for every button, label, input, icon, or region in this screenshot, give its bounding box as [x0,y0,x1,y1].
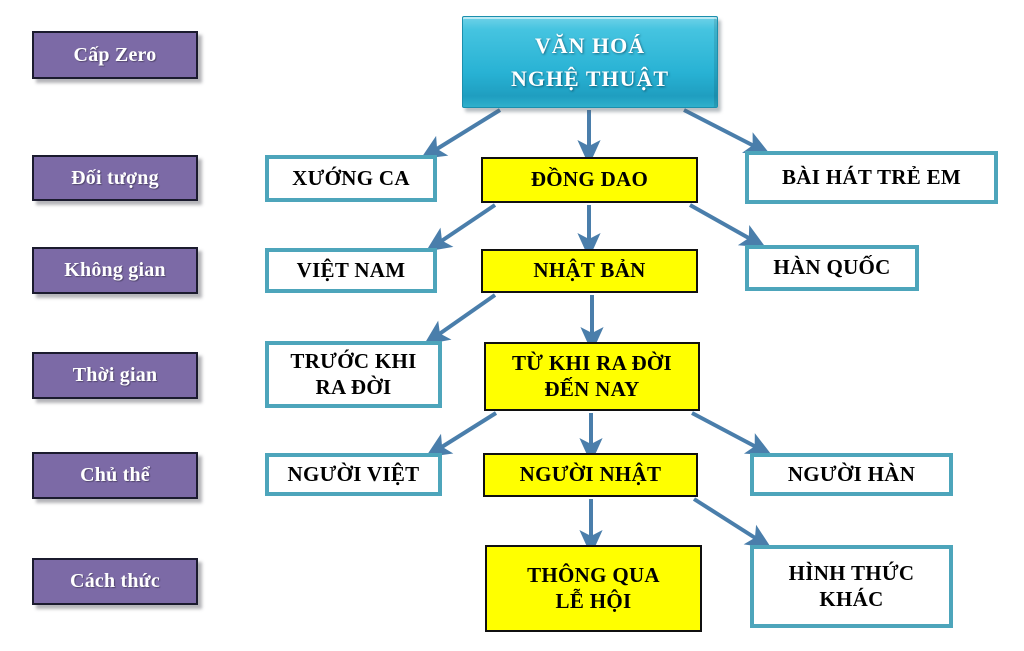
node-bai-hat-tre-em-line-0: BÀI HÁT TRẺ EM [781,164,962,189]
node-thong-qua-le-hoi-line-1: LỄ HỘI [555,588,632,613]
node-viet-nam[interactable]: VIỆT NAM [265,248,437,293]
node-thong-qua-le-hoi-line-0: THÔNG QUA [527,562,660,587]
root-node-line-0: VĂN HOÁ [534,33,646,58]
node-root-van-hoa-nghe-thuat[interactable]: VĂN HOÁ NGHỆ THUẬT [462,16,718,108]
category-label-3: Thời gian [32,352,198,399]
node-xuong-ca[interactable]: XƯỚNG CA [265,155,437,202]
arrow-tu-khi-ra-doi-to-nguoi-viet [425,411,498,458]
node-dong-dao[interactable]: ĐỒNG DAO [481,157,698,203]
node-nguoi-nhat-line-0: NGƯỜI NHẬT [519,462,662,487]
node-tu-khi-ra-doi-line-0: TỪ KHI RA ĐỜI [511,350,673,375]
node-truoc-khi-ra-doi-line-1: RA ĐỜI [315,374,392,399]
node-dong-dao-line-0: ĐỒNG DAO [530,167,649,192]
category-label-5: Cách thức [32,558,198,605]
node-nhat-ban-line-0: NHẬT BẢN [533,258,646,283]
category-label-text: Đối tượng [71,166,159,189]
node-nguoi-han-line-0: NGƯỜI HÀN [787,461,916,486]
category-label-1: Đối tượng [32,155,198,201]
arrow-dong-dao-to-han-quoc [689,203,766,248]
node-han-quoc-line-0: HÀN QUỐC [773,255,891,280]
node-bai-hat-tre-em[interactable]: BÀI HÁT TRẺ EM [745,151,998,204]
category-label-text: Cách thức [70,570,160,592]
node-nguoi-viet-line-0: NGƯỜI VIỆT [287,461,420,486]
arrow-nhat-ban-to-truoc-khi-ra-doi [423,293,497,345]
node-nhat-ban[interactable]: NHẬT BẢN [481,249,698,293]
node-nguoi-nhat[interactable]: NGƯỜI NHẬT [483,453,698,497]
category-label-text: Chủ thể [80,464,150,486]
arrow-root-to-bai-hat-tre-em [683,108,771,155]
category-label-4: Chủ thể [32,452,198,499]
arrow-tu-khi-ra-doi-to-nguoi-han [691,411,773,456]
category-label-text: Thời gian [72,364,158,386]
node-nguoi-viet[interactable]: NGƯỜI VIỆT [265,453,442,496]
category-label-0: Cấp Zero [32,31,198,79]
node-xuong-ca-line-0: XƯỚNG CA [292,165,410,190]
category-label-2: Không gian [32,247,198,294]
node-tu-khi-ra-doi-line-1: ĐẾN NAY [544,376,640,401]
node-nguoi-han[interactable]: NGƯỜI HÀN [750,453,953,496]
node-han-quoc[interactable]: HÀN QUỐC [745,245,919,291]
arrow-dong-dao-to-viet-nam [425,203,497,252]
node-viet-nam-line-0: VIỆT NAM [296,257,406,282]
node-hinh-thuc-khac-line-1: KHÁC [819,586,884,611]
root-node-line-1: NGHỆ THUẬT [510,66,670,91]
arrow-root-to-xuong-ca [420,108,502,160]
category-label-text: Không gian [64,259,166,281]
node-truoc-khi-ra-doi-line-0: TRƯỚC KHI [290,348,417,373]
node-hinh-thuc-khac-line-0: HÌNH THỨC [788,560,915,585]
arrow-nguoi-nhat-to-hinh-thuc-khac [692,497,772,549]
category-label-text: Cấp Zero [73,43,157,66]
